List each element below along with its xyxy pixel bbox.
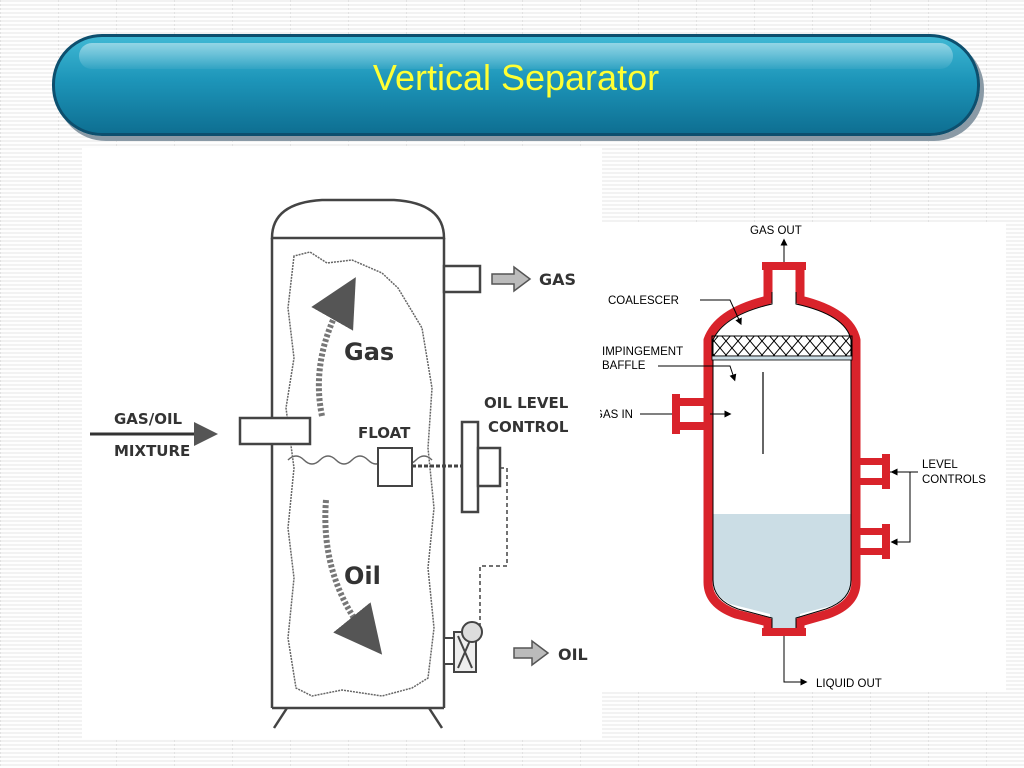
title-banner: Vertical Separator [52,34,980,136]
right-vessel-outline [712,292,852,632]
right-coalescer-leader [700,299,742,326]
left-separator-diagram: GAS Gas GAS/OIL MIXTURE FLOAT OIL LEVEL … [82,148,602,739]
right-top-nozzle [763,266,805,292]
right-level-controls-leaders [890,471,918,543]
right-level-control-nozzles [856,454,890,559]
left-oil-outlet-valve [443,621,483,673]
right-top-flange [762,262,806,270]
right-level-controls-label-line2: CONTROLS [922,474,986,486]
left-control-signal-line [479,467,508,638]
right-baffle-label-line2: BAFFLE [602,360,646,372]
left-separator-svg: GAS Gas GAS/OIL MIXTURE FLOAT OIL LEVEL … [90,198,588,729]
left-float-label: FLOAT [358,424,411,442]
right-coalescer-label: COALESCER [608,295,679,307]
right-liquid-out-label: LIQUID OUT [816,678,882,690]
right-liquid-out-leader [783,636,808,686]
left-vessel [270,198,446,729]
right-liquid-volume [712,514,852,634]
left-oil-out-label: OIL [558,645,588,664]
left-inlet-label-line1: GAS/OIL [114,410,183,428]
right-separator-svg: GAS OUT COALESCER IMPINGEMENT BAFFLE GAS… [594,225,986,690]
right-baffle-leader [658,365,737,382]
left-gas-outlet-nozzle [442,264,482,294]
right-separator-diagram: GAS OUT COALESCER IMPINGEMENT BAFFLE GAS… [594,222,1006,692]
left-vessel-liner [285,251,435,697]
right-bottom-flange [762,628,806,636]
left-gas-up-arrow [311,277,356,417]
title-banner-gloss [79,43,953,69]
right-coalescer-mesh [711,335,853,357]
right-gas-in-label: GAS IN [600,409,633,421]
right-gas-inlet-nozzle [672,394,710,434]
left-oil-level-control [460,420,502,514]
right-coalescer-support [711,355,853,361]
left-gas-out-arrow [491,265,532,293]
left-float [377,447,413,487]
left-oil-out-arrow [513,639,550,667]
left-gas-region-label: Gas [344,338,394,366]
right-baffle-label-line1: IMPINGEMENT [602,346,683,358]
right-level-controls-label-line1: LEVEL [922,459,958,471]
right-gas-out-label: GAS OUT [750,225,802,237]
left-oil-down-arrow [322,499,383,655]
left-inlet-nozzle [238,416,312,446]
left-control-label-line1: OIL LEVEL [484,394,569,412]
left-oil-region-label: Oil [344,562,381,590]
slide-title: Vertical Separator [372,57,660,98]
left-gas-out-label: GAS [539,270,576,289]
left-control-label-line2: CONTROL [488,418,569,436]
left-inlet-label-line2: MIXTURE [114,442,190,460]
